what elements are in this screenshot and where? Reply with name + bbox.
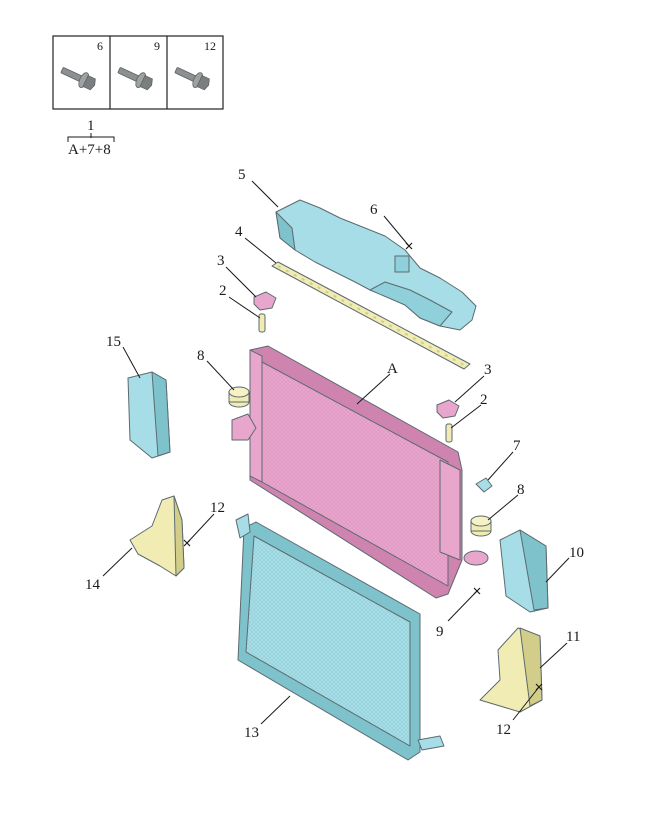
leader-lines — [102, 180, 570, 725]
callout-9: 9 — [436, 624, 444, 640]
callout-2-left: 2 — [219, 283, 227, 299]
legend-cell-9: 9 — [115, 39, 160, 93]
callout-8-right: 8 — [517, 482, 525, 498]
callout-3-right: 3 — [484, 362, 492, 378]
callout-5: 5 — [238, 167, 246, 183]
legend-number-12: 12 — [204, 39, 216, 53]
callout-4: 4 — [235, 224, 243, 240]
upper-shroud-part — [275, 199, 477, 331]
callout-11: 11 — [566, 629, 580, 645]
rubber-mount-right — [470, 515, 492, 537]
legend-cell-12: 12 — [172, 39, 216, 93]
legend-number-9: 9 — [154, 39, 160, 53]
seal-strip-part — [271, 261, 471, 370]
kit-number: 1 — [87, 118, 95, 134]
callout-A: A — [387, 361, 398, 377]
callout-8-left: 8 — [197, 348, 205, 364]
legend-frame — [52, 35, 224, 110]
rubber-mount-left — [228, 386, 250, 408]
kit-contents: A+7+8 — [68, 142, 111, 158]
callout-10: 10 — [569, 545, 584, 561]
condenser-part — [235, 513, 445, 761]
callout-3-left: 3 — [217, 253, 225, 269]
radiator-part — [231, 345, 489, 599]
left-lower-deflector-part — [129, 495, 185, 577]
callout-14: 14 — [85, 577, 101, 593]
right-side-seal-part — [499, 529, 549, 613]
fastener-legend: 6 9 12 — [52, 35, 224, 110]
callout-12-left: 12 — [210, 500, 225, 516]
callout-15: 15 — [106, 334, 121, 350]
drain-plug-part — [475, 477, 493, 493]
upper-mount-left — [253, 291, 277, 333]
right-lower-deflector-part — [479, 627, 543, 713]
upper-mount-right — [436, 399, 460, 443]
callout-2-right: 2 — [480, 392, 488, 408]
callout-6: 6 — [370, 202, 378, 218]
callout-labels: 5 6 4 3 2 15 8 A 3 2 7 8 12 14 10 9 11 1… — [85, 167, 584, 741]
callout-13: 13 — [244, 725, 259, 741]
callout-12-right: 12 — [496, 722, 511, 738]
legend-cell-6: 6 — [58, 39, 103, 93]
kit-label: 1 A+7+8 — [67, 118, 115, 158]
callout-7: 7 — [513, 438, 521, 454]
legend-number-6: 6 — [97, 39, 103, 53]
left-side-seal-part — [127, 371, 171, 459]
